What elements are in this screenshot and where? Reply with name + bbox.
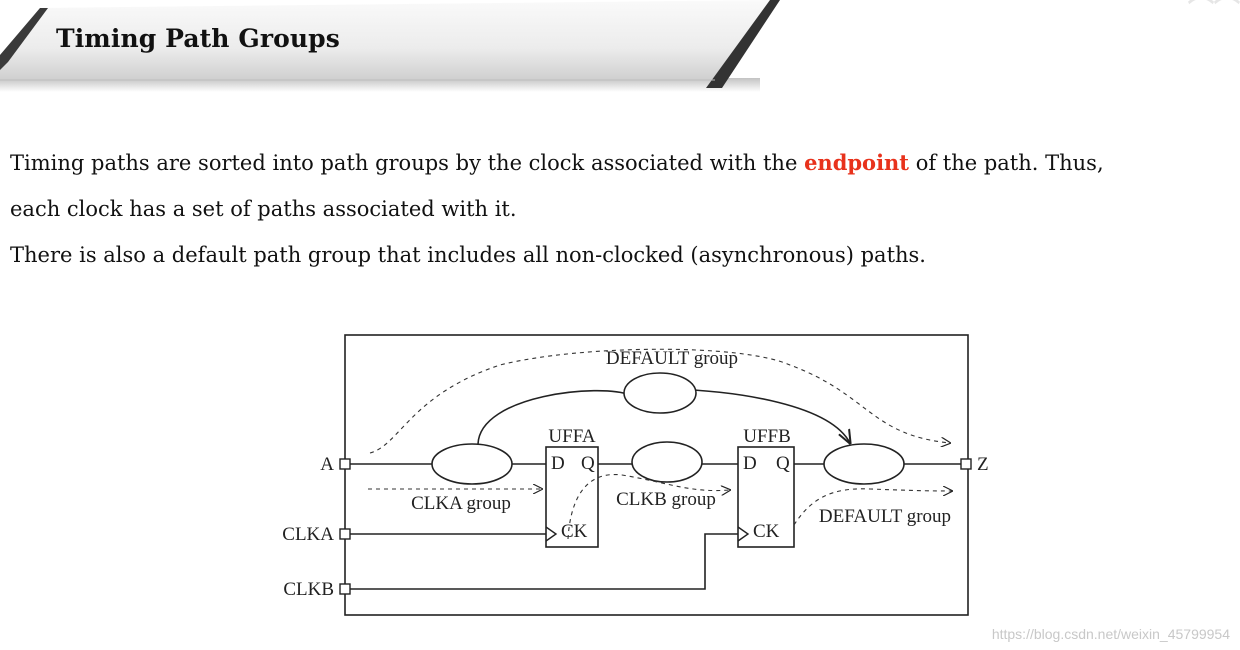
flop-uffb-q: Q: [776, 453, 790, 474]
logic-cloud-1: [431, 443, 513, 485]
flop-uffb-name: UFFB: [743, 426, 791, 447]
description-line-1: Timing paths are sorted into path groups…: [10, 150, 1104, 175]
flop-uffa-d: D: [551, 453, 565, 474]
flop-uffa-ck: CK: [561, 521, 588, 542]
default-group-bottom-label: DEFAULT group: [819, 506, 951, 527]
port-a: [339, 458, 351, 470]
default-bottom-path: [793, 489, 952, 526]
timing-path-diagram: A CLKA CLKB Z UFFA D Q CK UFFB D Q CK DE…: [282, 334, 989, 616]
page-title: Timing Path Groups: [56, 24, 340, 53]
logic-cloud-top: [623, 372, 697, 414]
port-clkb: [339, 583, 351, 595]
flop-uffa: [545, 446, 599, 548]
default-group-top-label: DEFAULT group: [606, 348, 738, 369]
text-fragment: of the path. Thus,: [909, 151, 1104, 175]
description-line-2: each clock has a set of paths associated…: [10, 197, 517, 221]
default-top-path: [369, 348, 950, 454]
wires: [350, 463, 961, 590]
port-a-label: A: [320, 454, 334, 475]
logic-cloud-3: [823, 443, 905, 485]
clock-triangle: [545, 526, 558, 542]
clock-triangle: [737, 526, 750, 542]
title-banner: [0, 0, 780, 92]
clka-group-label: CLKA group: [411, 493, 511, 514]
design-boundary: [344, 334, 969, 616]
flop-uffa-name: UFFA: [548, 426, 595, 447]
port-clka: [339, 528, 351, 540]
endpoint-highlight: endpoint: [804, 150, 910, 175]
flop-uffb-ck: CK: [753, 521, 780, 542]
logic-cloud-2: [631, 441, 703, 483]
description-line-3: There is also a default path group that …: [10, 243, 926, 267]
watermark: https://blog.csdn.net/weixin_45799954: [991, 626, 1230, 642]
port-clkb-label: CLKB: [283, 579, 334, 600]
group-paths: [368, 348, 952, 540]
port-clka-label: CLKA: [282, 524, 334, 545]
port-z-label: Z: [977, 454, 989, 475]
text-fragment: Timing paths are sorted into path groups…: [10, 151, 805, 175]
clkb-path: [567, 474, 730, 540]
flop-uffa-q: Q: [581, 453, 595, 474]
flop-uffb: [737, 446, 795, 548]
port-z: [960, 458, 972, 470]
clkb-group-label: CLKB group: [616, 489, 716, 510]
flop-uffb-d: D: [743, 453, 757, 474]
logo-mark: ⌒⌒: [1187, 0, 1240, 25]
